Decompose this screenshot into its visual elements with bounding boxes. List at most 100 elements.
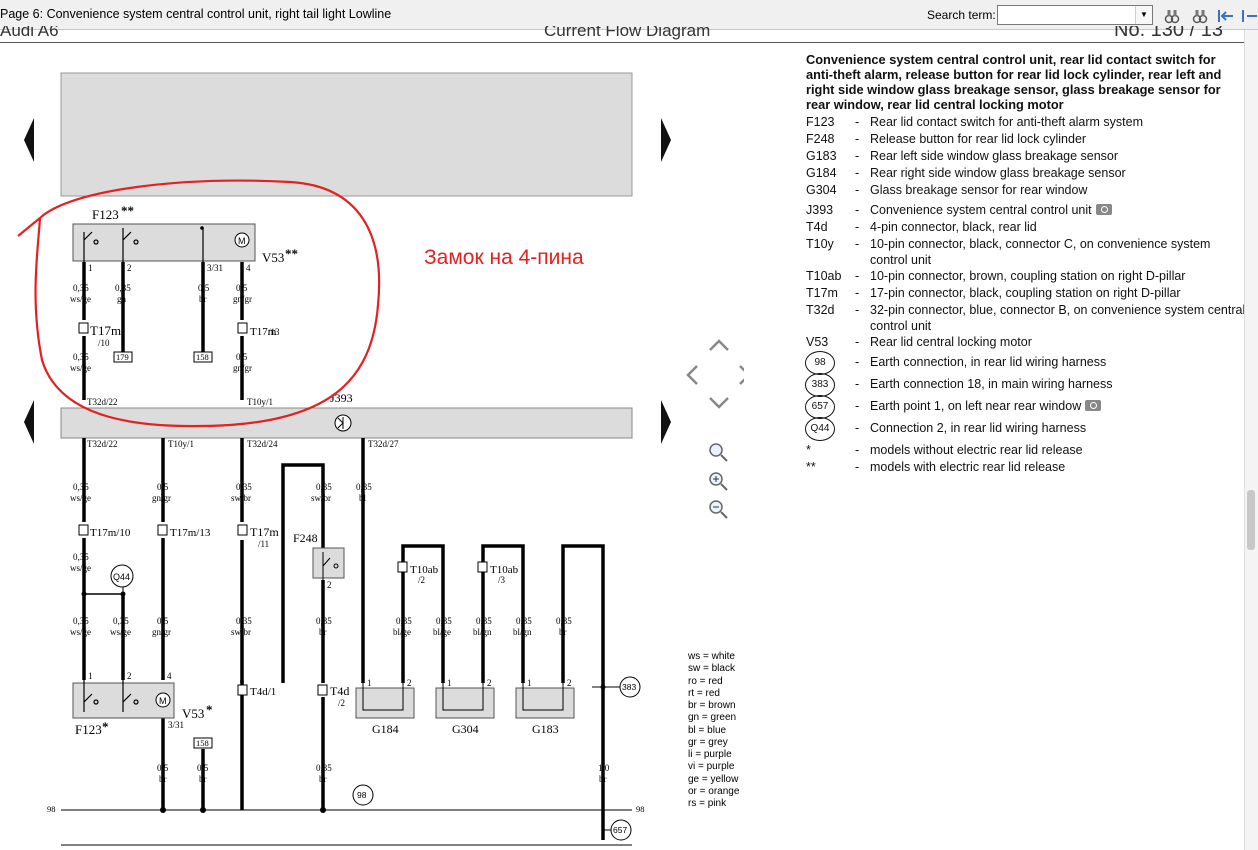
svg-text:M: M — [238, 236, 246, 246]
pan-right-icon[interactable] — [739, 365, 744, 385]
j393-label: J393 — [330, 391, 353, 405]
svg-text:br = brown: br = brown — [688, 700, 736, 711]
svg-text:1,0: 1,0 — [598, 763, 610, 773]
svg-text:ge = yellow: ge = yellow — [688, 774, 739, 785]
svg-text:/13: /13 — [268, 327, 280, 337]
svg-text:0,35: 0,35 — [316, 616, 332, 626]
legend-row: *-models without electric rear lid relea… — [806, 443, 1083, 457]
first-page-button[interactable] — [1214, 4, 1238, 26]
pan-left-icon[interactable] — [686, 365, 698, 385]
svg-text:3/31: 3/31 — [168, 720, 184, 730]
legend-row: F248-Release button for rear lid lock cy… — [806, 132, 1087, 146]
earth-98-icon — [352, 784, 374, 806]
svg-text:0,5: 0,5 — [236, 283, 248, 293]
svg-text:/2: /2 — [338, 698, 345, 708]
document-header: Audi A6 Current Flow Diagram No. 130 / 1… — [0, 26, 1245, 42]
find-next-button[interactable] — [1188, 4, 1212, 26]
svg-text:ws = white: ws = white — [687, 651, 735, 662]
svg-text:br: br — [319, 774, 327, 784]
t10ab-connectors: T10ab /2 T10ab /3 — [397, 561, 519, 585]
earth-symbol-icon: 383 — [805, 373, 835, 397]
svg-text:br: br — [199, 774, 207, 784]
connection-symbol-icon: Q44 — [805, 417, 835, 441]
search-dropdown-arrow[interactable]: ▼ — [1135, 6, 1152, 24]
svg-text:ws/ge: ws/ge — [70, 294, 91, 304]
svg-text:/11: /11 — [258, 539, 269, 549]
legend-heading: Convenience system central control unit,… — [806, 52, 1222, 112]
prev-section-arrow-icon[interactable] — [24, 118, 34, 162]
ref-box-158-lower — [193, 737, 213, 749]
lower-motor-icon — [155, 692, 171, 708]
svg-text:ws/ge: ws/ge — [70, 627, 91, 637]
find-button[interactable] — [1160, 4, 1184, 26]
svg-text:0,35: 0,35 — [356, 482, 372, 492]
search-input[interactable] — [998, 6, 1140, 24]
svg-text:br: br — [159, 774, 167, 784]
svg-text:2: 2 — [327, 580, 332, 590]
svg-text:1: 1 — [527, 678, 532, 688]
legend-row: G184-Rear right side window glass breaka… — [806, 166, 1126, 180]
svg-text:br: br — [319, 627, 327, 637]
svg-text:bl: bl — [359, 493, 367, 503]
svg-text:V53: V53 — [182, 706, 204, 721]
svg-text:or = orange: or = orange — [688, 786, 740, 797]
zoom-fit-icon[interactable] — [709, 443, 728, 462]
svg-text:T17m: T17m — [250, 525, 279, 539]
svg-text:gn: gn — [117, 294, 127, 304]
svg-text:*: * — [102, 719, 109, 734]
zoom-in-icon[interactable] — [709, 472, 728, 491]
svg-text:gn = green: gn = green — [688, 712, 736, 723]
legend-row: T10y-10-pin connector, black, connector … — [806, 237, 1211, 267]
next-section-arrow-icon-2[interactable] — [661, 400, 671, 444]
svg-text:T32d/22: T32d/22 — [87, 397, 118, 407]
svg-text:0,35: 0,35 — [73, 482, 89, 492]
svg-text:M: M — [159, 696, 167, 706]
legend-row: J393-Convenience system central control … — [806, 202, 1246, 219]
legend-row: G183-Rear left side window glass breakag… — [806, 149, 1119, 163]
legend-row: 657-Earth point 1, on left near rear win… — [805, 395, 1246, 420]
svg-text:Q44: Q44 — [113, 572, 130, 582]
svg-text:sw/br: sw/br — [311, 493, 331, 503]
prev-section-arrow-icon-2[interactable] — [24, 400, 34, 444]
svg-text:1: 1 — [447, 678, 452, 688]
legend-row: F123-Rear lid contact switch for anti-th… — [806, 115, 1144, 129]
svg-text:179: 179 — [116, 352, 129, 362]
camera-icon[interactable] — [1095, 204, 1112, 215]
svg-text:T10ab: T10ab — [410, 564, 439, 576]
binoculars-icon — [1164, 10, 1180, 24]
svg-text:T4d/1: T4d/1 — [250, 686, 276, 698]
legend-row: T32d-32-pin connector, blue, connector B… — [806, 303, 1246, 333]
pan-up-icon[interactable] — [709, 339, 729, 351]
vertical-scrollbar[interactable] — [1244, 30, 1258, 850]
next-section-arrow-icon[interactable] — [661, 118, 671, 162]
svg-text:0,35: 0,35 — [73, 352, 89, 362]
svg-text:bl/ge: bl/ge — [433, 627, 451, 637]
svg-text:2: 2 — [127, 671, 132, 681]
svg-text:ws/ge: ws/ge — [110, 627, 131, 637]
svg-text:0,35: 0,35 — [556, 616, 572, 626]
upper-t17m-connectors: T17m /10 T17m /13 — [78, 322, 280, 348]
binoculars-next-icon — [1192, 10, 1208, 24]
pan-down-icon[interactable] — [709, 397, 729, 409]
prev-page-button[interactable] — [1238, 4, 1258, 26]
svg-text:gn/gr: gn/gr — [233, 363, 252, 373]
lower-t17m-connectors: T17m/10 T17m/13 T17m /11 — [78, 524, 279, 549]
scrollbar-thumb[interactable] — [1247, 490, 1255, 550]
svg-text:br: br — [199, 294, 207, 304]
svg-text:br: br — [599, 774, 607, 784]
svg-text:T10y/1: T10y/1 — [168, 439, 194, 449]
zoom-out-icon[interactable] — [709, 500, 728, 519]
search-combobox[interactable]: ▼ — [997, 5, 1153, 25]
upper-wires — [82, 262, 244, 400]
svg-text:0,35: 0,35 — [236, 616, 252, 626]
earth-symbol-icon: 657 — [805, 395, 835, 419]
upper-f123-label: F123 — [92, 207, 119, 222]
svg-text:T32d/22: T32d/22 — [87, 439, 118, 449]
svg-text:bl/gn: bl/gn — [513, 627, 532, 637]
svg-text:sw/br: sw/br — [231, 493, 251, 503]
svg-text:rs = pink: rs = pink — [688, 798, 727, 809]
svg-text:0,35: 0,35 — [396, 616, 412, 626]
camera-icon[interactable] — [1085, 400, 1102, 411]
svg-text:T10ab: T10ab — [490, 564, 519, 576]
legend-row: V53-Rear lid central locking motor — [806, 335, 1032, 349]
